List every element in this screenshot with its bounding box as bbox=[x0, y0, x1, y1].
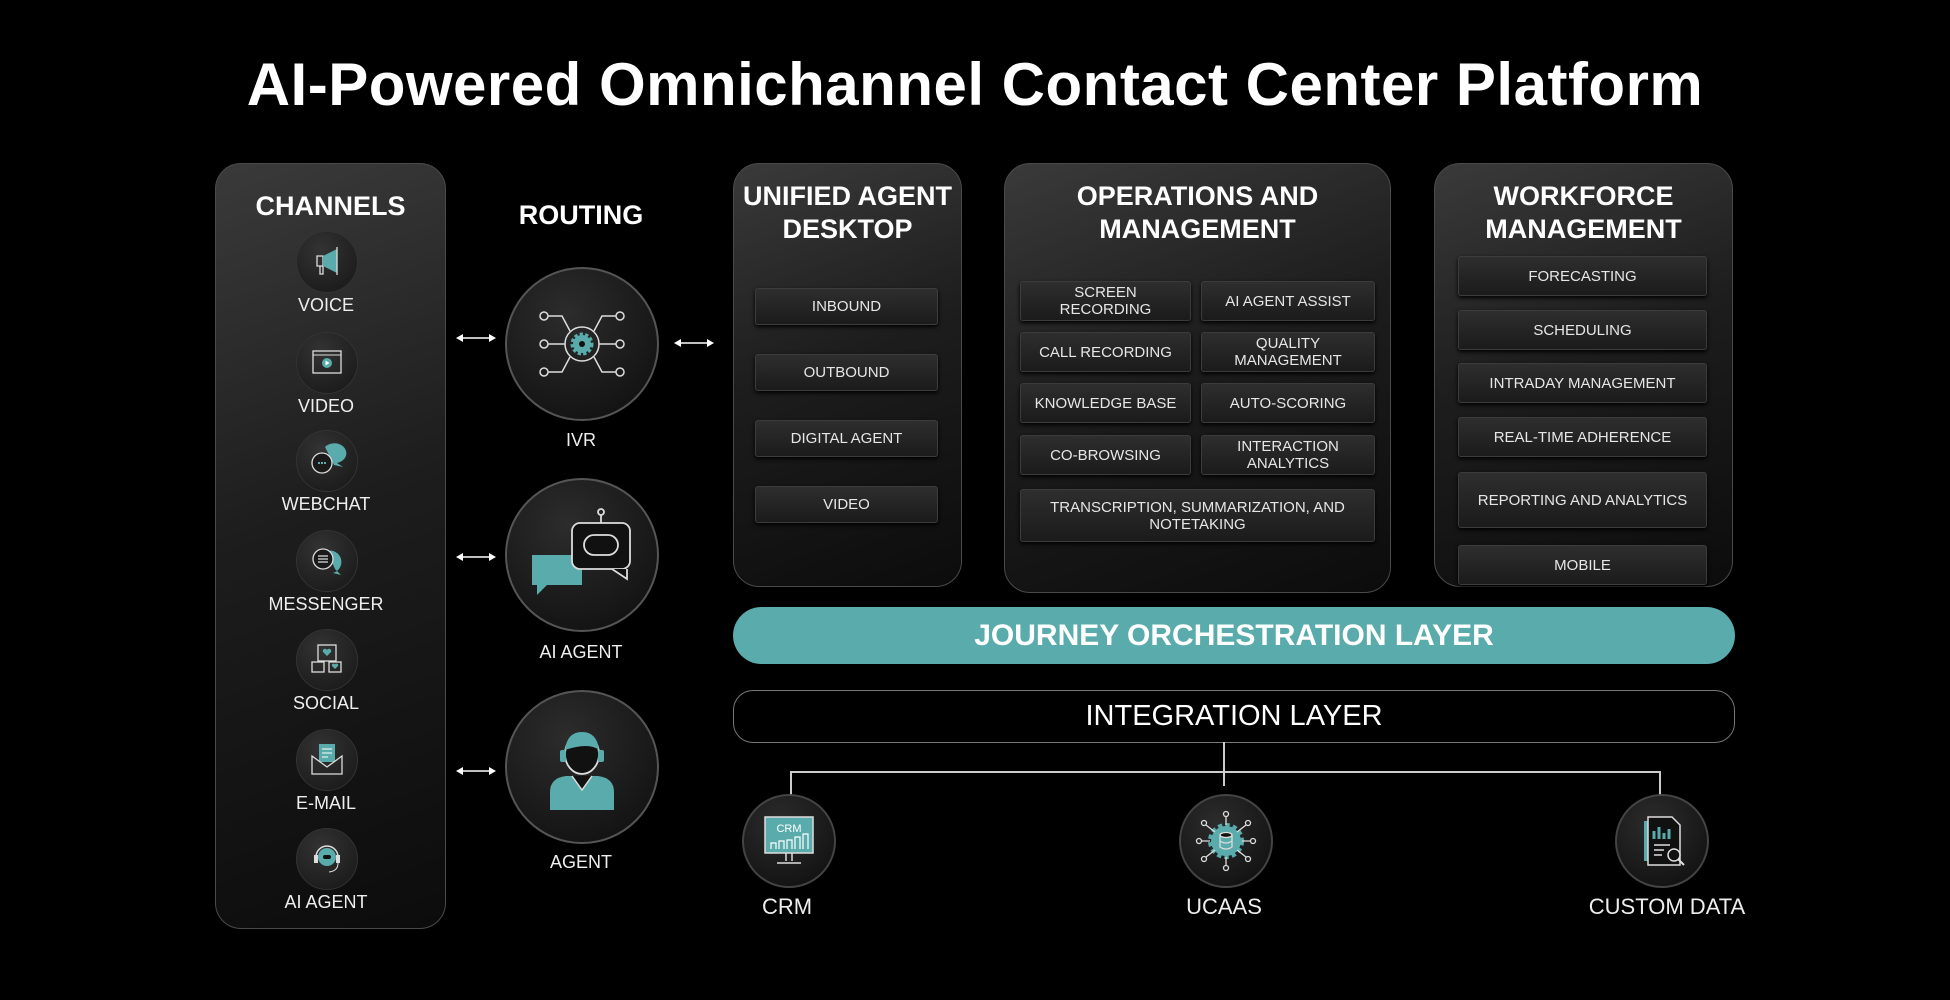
ai-headset-icon bbox=[314, 845, 340, 873]
chat-bubbles-icon bbox=[311, 443, 347, 474]
email-icon bbox=[311, 744, 343, 775]
channel-voice-button[interactable] bbox=[296, 231, 358, 293]
ops-item: AI AGENT ASSIST bbox=[1201, 281, 1375, 321]
agent-icon bbox=[550, 732, 614, 810]
wfm-item: FORECASTING bbox=[1458, 256, 1707, 296]
double-arrow-icon bbox=[456, 334, 496, 342]
routing-title: ROUTING bbox=[518, 200, 644, 230]
gear-network-icon bbox=[539, 311, 625, 377]
wfm-item: MOBILE bbox=[1458, 545, 1707, 585]
channel-label: AI AGENT bbox=[284, 892, 368, 912]
social-icon bbox=[311, 644, 342, 673]
channel-e-mail-button[interactable] bbox=[296, 729, 358, 791]
crm-icon-text: CRM bbox=[776, 823, 801, 835]
crm-monitor-icon: CRM bbox=[764, 816, 814, 864]
double-arrow-icon bbox=[456, 767, 496, 775]
operations-title-line2: MANAGEMENT bbox=[1099, 214, 1296, 244]
double-arrow-icon bbox=[456, 553, 496, 561]
robot-chat-icon bbox=[532, 508, 631, 595]
unified-item: OUTBOUND bbox=[755, 354, 938, 391]
unified-item: INBOUND bbox=[755, 288, 938, 325]
routing-label-ivr: IVR bbox=[565, 430, 596, 450]
channel-label: VOICE bbox=[297, 295, 354, 315]
unified-item: DIGITAL AGENT bbox=[755, 420, 938, 457]
channel-label: SOCIAL bbox=[292, 693, 360, 713]
channels-title: CHANNELS bbox=[255, 191, 406, 221]
unified-item: VIDEO bbox=[755, 486, 938, 523]
messenger-icon bbox=[312, 548, 342, 575]
report-search-icon bbox=[1644, 816, 1685, 866]
integration-label-ucaas: UCAAS bbox=[1186, 894, 1262, 919]
channel-webchat-button[interactable] bbox=[296, 430, 358, 492]
ivr-node bbox=[505, 267, 659, 421]
workforce-title-line2: MANAGEMENT bbox=[1485, 214, 1682, 244]
wfm-item: REAL-TIME ADHERENCE bbox=[1458, 417, 1707, 457]
workforce-title-line1: WORKFORCE bbox=[1493, 181, 1674, 211]
channel-label: WEBCHAT bbox=[281, 494, 371, 514]
video-icon bbox=[312, 350, 342, 374]
double-arrow-icon bbox=[674, 339, 714, 347]
unified-title-line1: UNIFIED AGENT bbox=[743, 181, 952, 211]
crm-node: CRM bbox=[742, 794, 836, 888]
agent-node bbox=[505, 690, 659, 844]
channel-label: E-MAIL bbox=[295, 793, 356, 813]
routing-label-ai-agent: AI AGENT bbox=[539, 642, 623, 662]
megaphone-icon bbox=[316, 247, 338, 275]
page-title: AI-Powered Omnichannel Contact Center Pl… bbox=[246, 51, 1704, 118]
channel-label: MESSENGER bbox=[268, 594, 384, 614]
custom-data-node bbox=[1615, 794, 1709, 888]
ops-item: KNOWLEDGE BASE bbox=[1020, 383, 1191, 423]
ai-agent-node bbox=[505, 478, 659, 632]
wfm-item: REPORTING AND ANALYTICS bbox=[1458, 472, 1707, 528]
operations-title-line1: OPERATIONS AND bbox=[1076, 181, 1319, 211]
integration-label-custom-data: CUSTOM DATA bbox=[1588, 894, 1746, 919]
ops-item-transcription: TRANSCRIPTION, SUMMARIZATION, AND NOTETA… bbox=[1020, 489, 1375, 542]
ops-item: CALL RECORDING bbox=[1020, 332, 1191, 372]
ucaas-node bbox=[1179, 794, 1273, 888]
channel-video-button[interactable] bbox=[296, 332, 358, 394]
database-network-icon bbox=[1195, 810, 1257, 872]
journey-orchestration-layer: JOURNEY ORCHESTRATION LAYER bbox=[733, 607, 1735, 664]
wfm-item: INTRADAY MANAGEMENT bbox=[1458, 363, 1707, 403]
ops-item: SCREEN RECORDING bbox=[1020, 281, 1191, 321]
ops-item: AUTO-SCORING bbox=[1201, 383, 1375, 423]
routing-label-agent: AGENT bbox=[549, 852, 612, 872]
channel-ai-agent-button[interactable] bbox=[296, 828, 358, 890]
wfm-item: SCHEDULING bbox=[1458, 310, 1707, 350]
channel-label: VIDEO bbox=[297, 396, 354, 416]
channel-social-button[interactable] bbox=[296, 629, 358, 691]
integration-label-crm: CRM bbox=[761, 894, 813, 919]
integration-layer: INTEGRATION LAYER bbox=[733, 690, 1735, 743]
ops-item: CO-BROWSING bbox=[1020, 435, 1191, 475]
channel-messenger-button[interactable] bbox=[296, 530, 358, 592]
ops-item: INTERACTION ANALYTICS bbox=[1201, 435, 1375, 475]
unified-title-line2: DESKTOP bbox=[782, 214, 913, 244]
ops-item: QUALITY MANAGEMENT bbox=[1201, 332, 1375, 372]
